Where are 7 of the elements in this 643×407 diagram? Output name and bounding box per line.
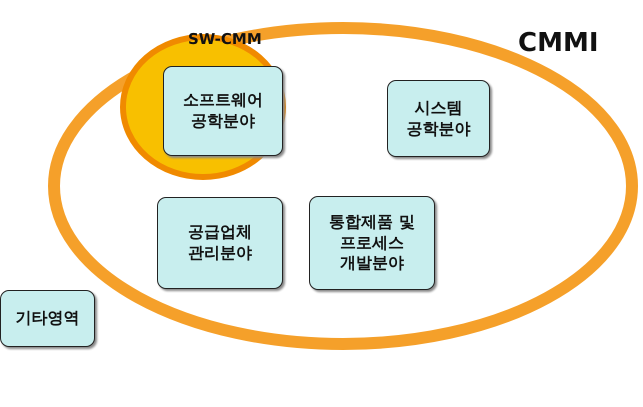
area-box: 시스템 공학분야 (387, 80, 490, 157)
area-box: 공급업체 관리분야 (157, 197, 283, 289)
area-box: 통합제품 및 프로세스 개발분야 (309, 196, 435, 290)
ellipse-title: SW-CMM (188, 30, 262, 48)
area-box: 소프트웨어 공학분야 (163, 66, 283, 156)
area-box: 기타영역 (0, 290, 95, 347)
ellipse-title: CMMI (518, 28, 599, 58)
